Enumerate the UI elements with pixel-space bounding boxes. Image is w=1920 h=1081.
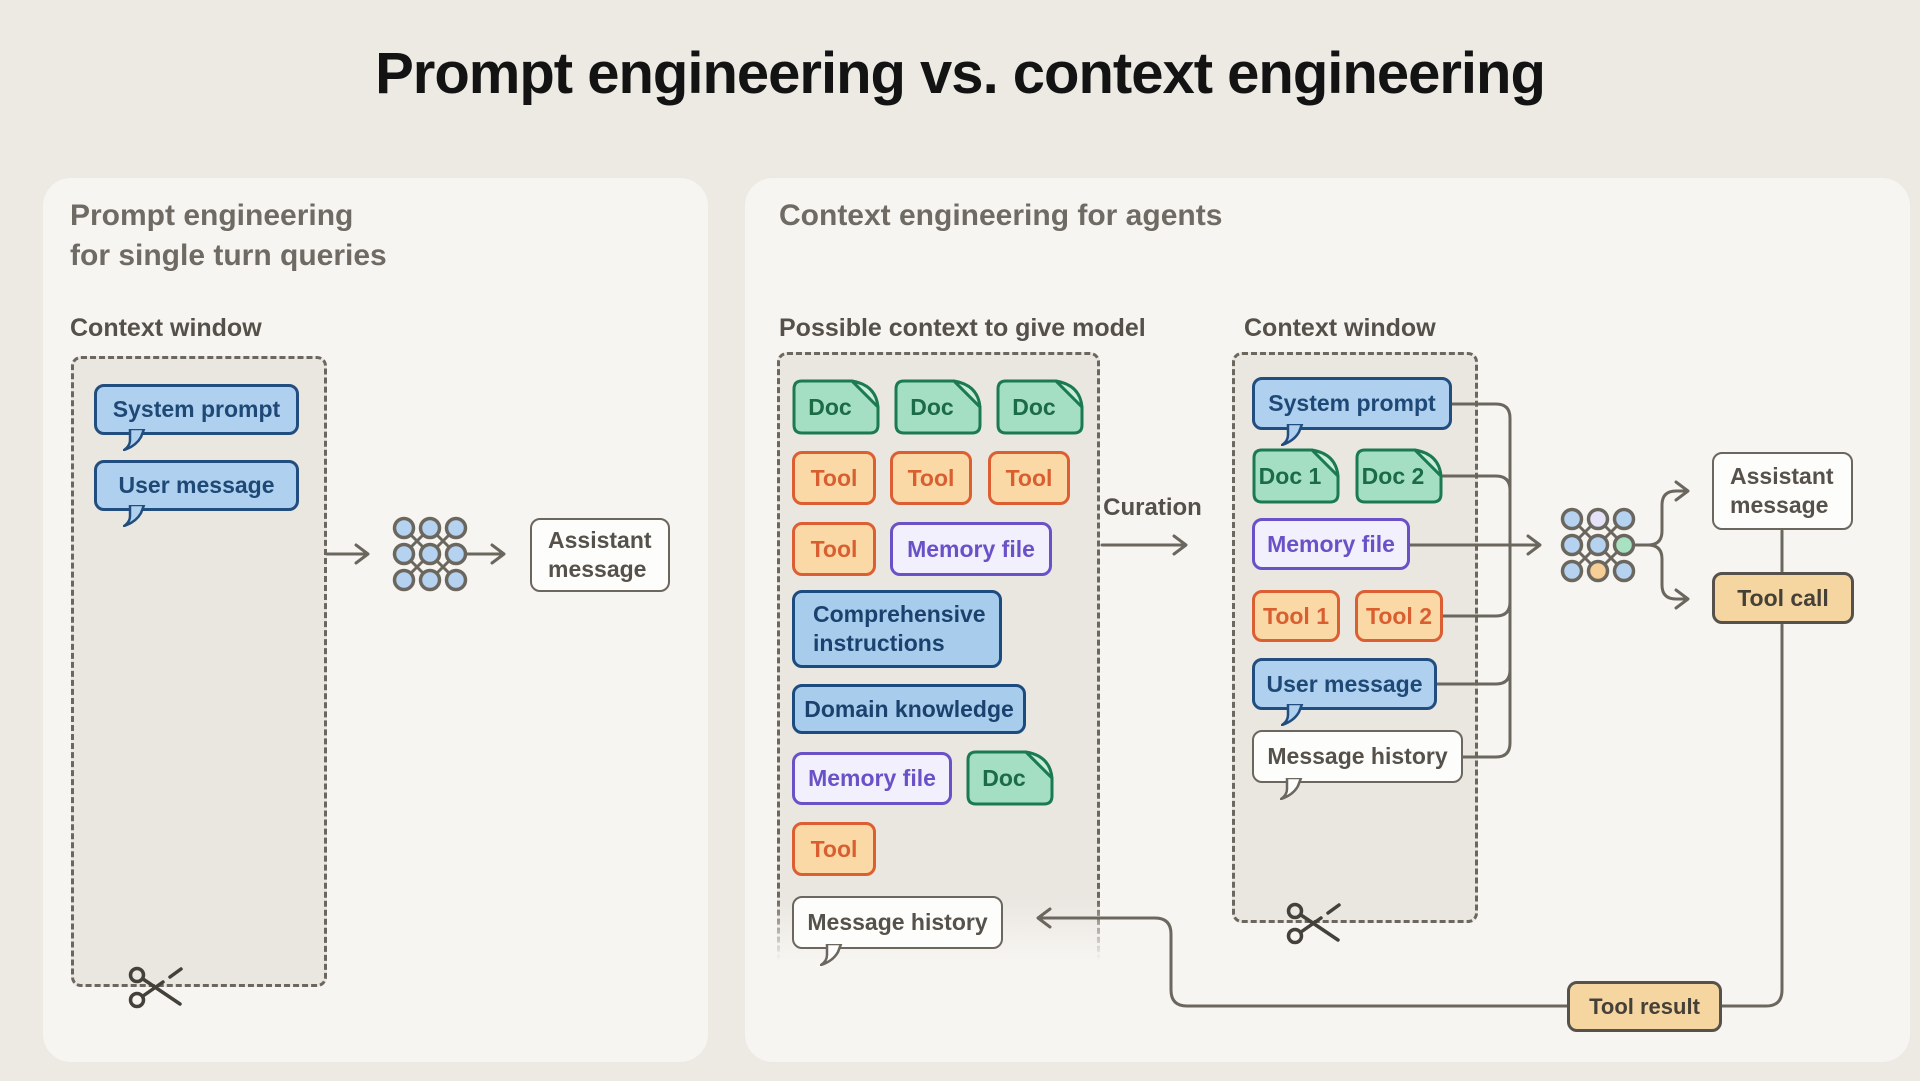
- doc-label: Doc: [808, 393, 852, 420]
- doc-item: Doc 2: [1355, 448, 1443, 504]
- tool-item: Tool: [890, 451, 972, 505]
- document-icon: [996, 379, 1084, 435]
- message-history-label: Message history: [1267, 743, 1448, 769]
- document-icon: [1355, 448, 1443, 504]
- memory-file-item: Memory file: [890, 522, 1052, 576]
- system-prompt-bubble: System prompt: [94, 384, 299, 451]
- doc-item: Doc 1: [1252, 448, 1340, 504]
- bubble-tail-icon: [123, 505, 146, 527]
- document-icon: [792, 379, 880, 435]
- connector-lines: [325, 402, 1784, 1008]
- doc-item: Doc: [792, 379, 880, 435]
- doc-item: Doc: [996, 379, 1084, 435]
- tool-item: Tool: [792, 451, 876, 505]
- scissors-icon: [128, 966, 183, 1009]
- doc-label: Doc: [1012, 393, 1056, 420]
- doc-label: Doc 1: [1258, 462, 1322, 489]
- user-message-bubble: User message: [1252, 658, 1437, 726]
- assistant-message-box: Assistant message: [530, 518, 670, 592]
- possible-context-label: Possible context to give model: [779, 314, 1146, 342]
- bubble-tail-icon: [1280, 778, 1303, 800]
- bubble-tail-icon: [123, 429, 146, 451]
- user-message-label: User message: [118, 472, 275, 498]
- user-message-bubble: User message: [94, 460, 299, 527]
- domain-knowledge-item: Domain knowledge: [792, 684, 1026, 734]
- doc-label: Doc: [910, 393, 954, 420]
- doc-label: Doc 2: [1361, 462, 1425, 489]
- comprehensive-instructions-item: Comprehensive instructions: [792, 590, 1002, 668]
- left-panel-header: Prompt engineering for single turn queri…: [70, 199, 387, 272]
- doc-item: Doc: [894, 379, 982, 435]
- system-prompt-label: System prompt: [1268, 390, 1436, 416]
- tool-item: Tool: [988, 451, 1070, 505]
- tool-item: Tool 2: [1355, 590, 1443, 642]
- neural-network-icon: [392, 516, 468, 592]
- message-history-bubble: Message history: [792, 896, 1003, 966]
- system-prompt-label: System prompt: [112, 396, 281, 422]
- message-history-label: Message history: [807, 909, 988, 935]
- left-context-window-label: Context window: [70, 314, 262, 342]
- tool-item: Tool 1: [1252, 590, 1340, 642]
- assistant-message-box: Assistant message: [1712, 452, 1853, 530]
- neural-network-icon: [1560, 507, 1636, 583]
- doc-item: Doc: [966, 750, 1054, 806]
- system-prompt-bubble: System prompt: [1252, 377, 1452, 446]
- memory-file-item: Memory file: [1252, 518, 1410, 570]
- document-icon: [966, 750, 1054, 806]
- bubble-tail-icon: [1281, 424, 1304, 446]
- message-history-bubble: Message history: [1252, 730, 1463, 800]
- tool-call-box: Tool call: [1712, 572, 1854, 624]
- curation-label: Curation: [1103, 494, 1202, 521]
- scissors-icon: [1286, 902, 1341, 945]
- right-context-window-label: Context window: [1244, 314, 1436, 342]
- doc-label: Doc: [982, 764, 1026, 791]
- right-panel-header: Context engineering for agents: [779, 199, 1223, 232]
- tool-item: Tool: [792, 522, 876, 576]
- bubble-tail-icon: [1281, 704, 1304, 726]
- page-title: Prompt engineering vs. context engineeri…: [375, 41, 1546, 106]
- document-icon: [1252, 448, 1340, 504]
- memory-file-item: Memory file: [792, 752, 952, 805]
- tool-item: Tool: [792, 822, 876, 876]
- bubble-tail-icon: [820, 944, 843, 966]
- tool-result-box: Tool result: [1567, 981, 1722, 1032]
- user-message-label: User message: [1266, 670, 1423, 697]
- document-icon: [894, 379, 982, 435]
